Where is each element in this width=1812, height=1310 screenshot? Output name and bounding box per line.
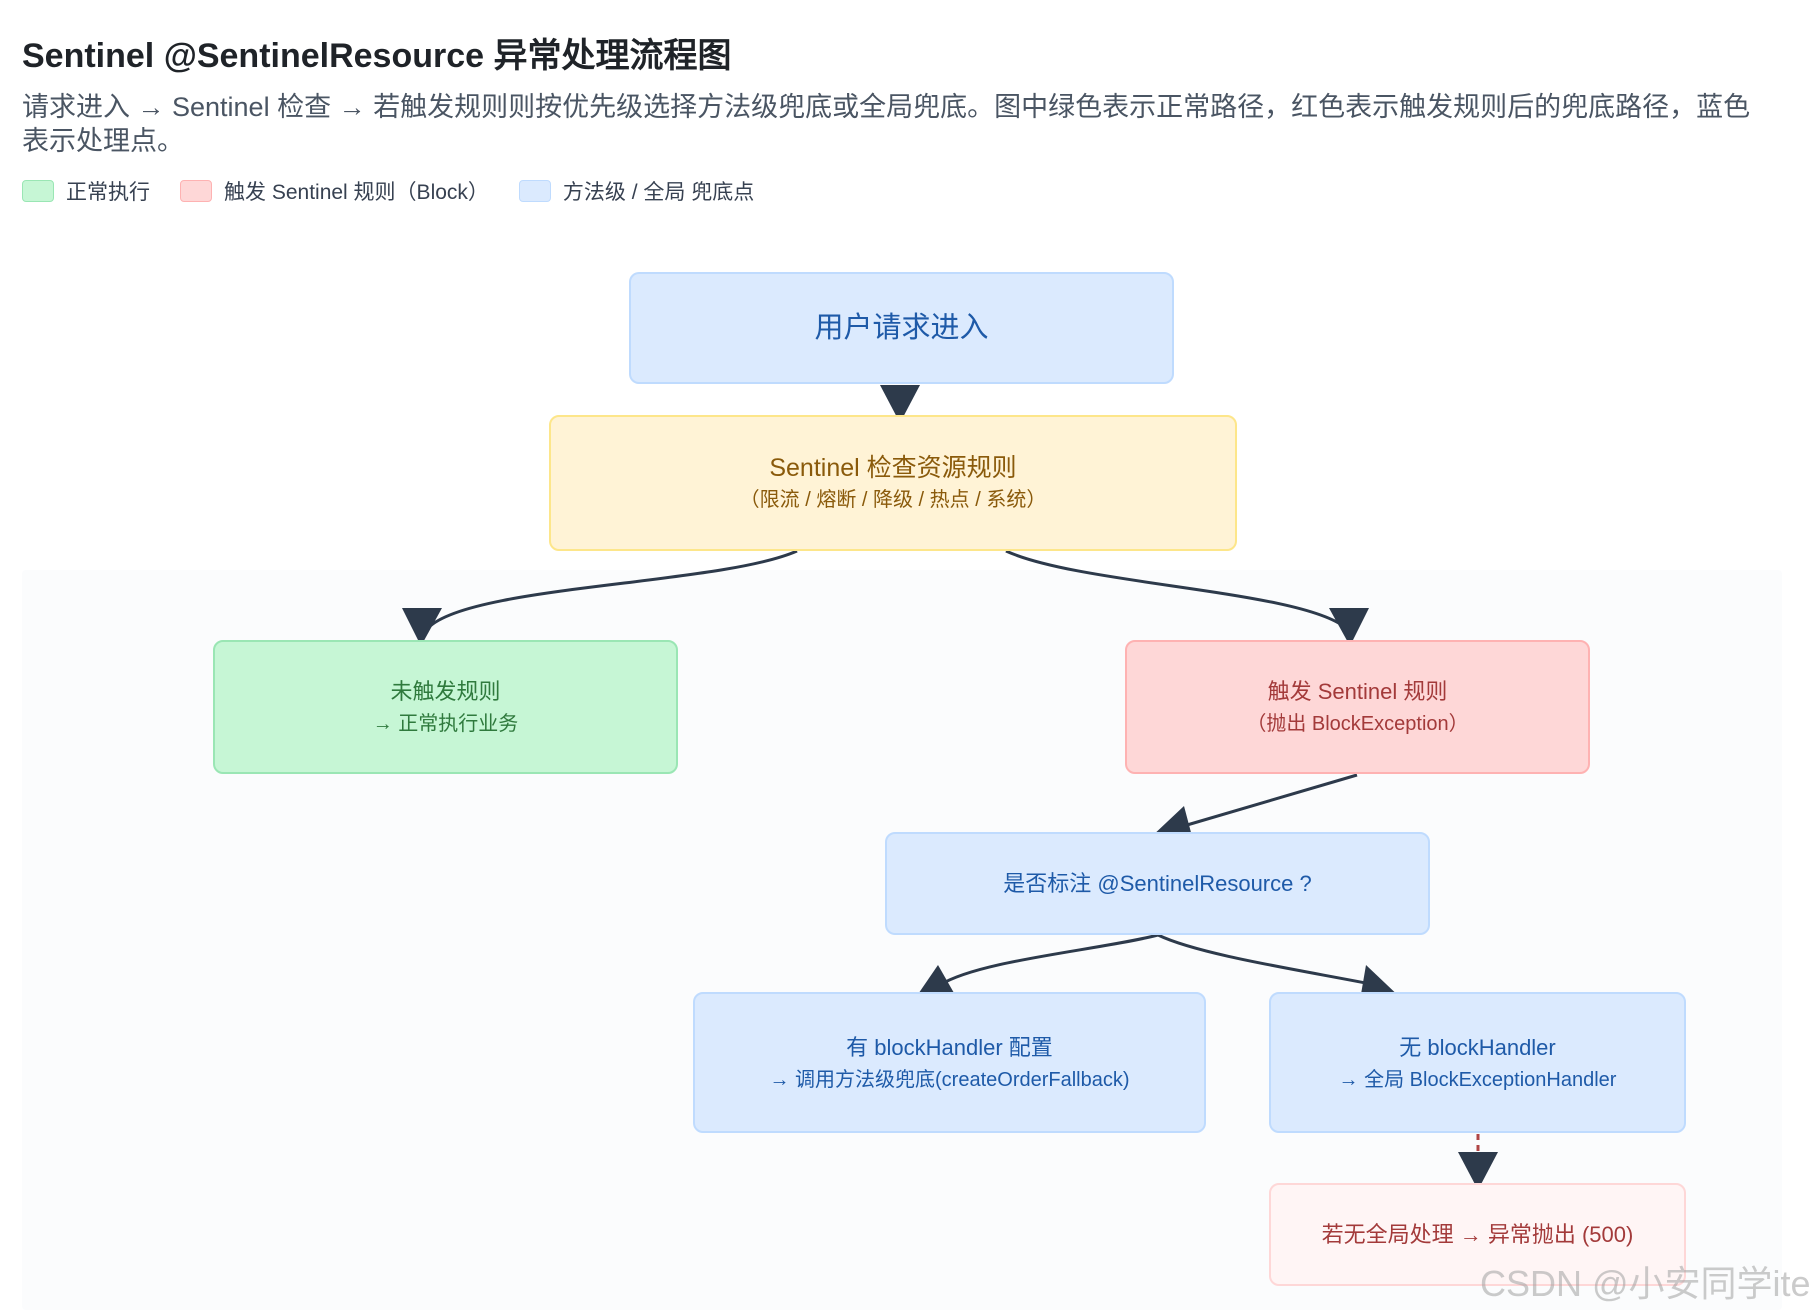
node-rule-triggered: 触发 Sentinel 规则 （抛出 BlockException） bbox=[1125, 640, 1590, 774]
node-exception-thrown-label: 若无全局处理 → 异常抛出 (500) bbox=[1321, 1221, 1634, 1247]
watermark: CSDN @小安同学iter bbox=[1480, 1263, 1812, 1304]
node-exception-thrown: 若无全局处理 → 异常抛出 (500) bbox=[1269, 1183, 1686, 1286]
legend-label-fallback: 方法级 / 全局 兜底点 bbox=[562, 181, 755, 204]
node-annotation-check: 是否标注 @SentinelResource ? bbox=[885, 832, 1430, 935]
edge-check-to-blocked bbox=[1005, 549, 1347, 630]
edge-annotated-to-with-handler bbox=[939, 933, 1159, 987]
node-normal-execution: 未触发规则 → 正常执行业务 bbox=[213, 640, 678, 774]
page-title: Sentinel @SentinelResource 异常处理流程图 bbox=[22, 37, 732, 75]
legend-swatch-green bbox=[22, 180, 54, 202]
arrowhead-no-handler-to-no-global bbox=[1458, 1152, 1498, 1190]
node-sentinel-check-title: Sentinel 检查资源规则 bbox=[769, 454, 1017, 482]
arrowhead-blocked-to-annotated bbox=[1150, 806, 1193, 840]
legend-swatch-blue bbox=[518, 180, 551, 202]
node-rule-triggered-detail: （抛出 BlockException） bbox=[1246, 713, 1469, 735]
node-global-handler-title: 无 blockHandler bbox=[1399, 1034, 1556, 1060]
edge-blocked-to-annotated bbox=[1169, 773, 1358, 832]
node-global-handler-detail: → 全局 BlockExceptionHandler bbox=[1338, 1068, 1617, 1091]
arrowhead-request-to-check bbox=[880, 385, 920, 423]
legend: 正常执行 触发 Sentinel 规则（Block） 方法级 / 全局 兜底点 bbox=[22, 176, 784, 206]
edge-annotated-to-no-handler bbox=[1157, 933, 1377, 987]
legend-item-block: 触发 Sentinel 规则（Block） bbox=[180, 176, 489, 206]
arrowhead-check-to-blocked bbox=[1329, 608, 1369, 646]
node-method-fallback-detail: → 调用方法级兜底(createOrderFallback) bbox=[769, 1068, 1130, 1091]
node-rule-triggered-title: 触发 Sentinel 规则 bbox=[1267, 679, 1448, 704]
legend-label-normal: 正常执行 bbox=[66, 181, 150, 204]
node-user-request: 用户请求进入 bbox=[629, 272, 1174, 384]
legend-item-fallback: 方法级 / 全局 兜底点 bbox=[518, 176, 755, 206]
node-sentinel-check-detail: （限流 / 熔断 / 降级 / 热点 / 系统） bbox=[739, 489, 1047, 511]
node-method-fallback: 有 blockHandler 配置 → 调用方法级兜底(createOrderF… bbox=[693, 992, 1206, 1133]
node-normal-execution-detail: → 正常执行业务 bbox=[372, 713, 519, 735]
arrowhead-check-to-normal bbox=[402, 608, 442, 646]
legend-item-normal: 正常执行 bbox=[22, 176, 150, 206]
legend-swatch-red bbox=[180, 180, 212, 202]
node-method-fallback-title: 有 blockHandler 配置 bbox=[846, 1034, 1053, 1060]
node-normal-execution-title: 未触发规则 bbox=[390, 679, 501, 704]
page-description: 请求进入 → Sentinel 检查 → 若触发规则则按优先级选择方法级兜底或全… bbox=[22, 92, 1751, 156]
node-user-request-label: 用户请求进入 bbox=[814, 312, 989, 344]
node-global-handler: 无 blockHandler → 全局 BlockExceptionHandle… bbox=[1269, 992, 1686, 1133]
node-sentinel-check: Sentinel 检查资源规则 （限流 / 熔断 / 降级 / 热点 / 系统） bbox=[549, 415, 1237, 551]
node-annotation-check-label: 是否标注 @SentinelResource ? bbox=[1003, 870, 1312, 896]
edge-check-to-normal bbox=[426, 549, 798, 630]
legend-label-block: 触发 Sentinel 规则（Block） bbox=[224, 181, 489, 204]
